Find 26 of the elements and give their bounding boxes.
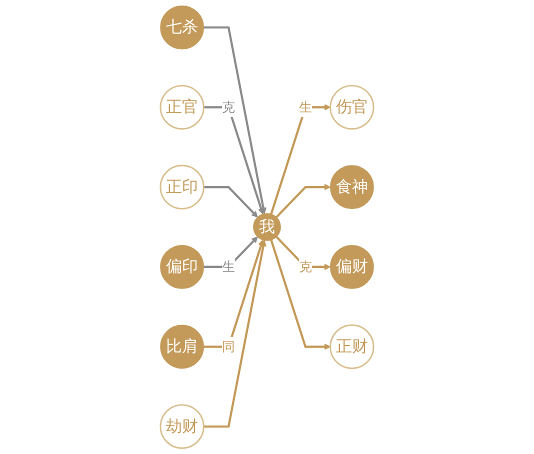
node-circle: 伤官 (330, 84, 374, 130)
node-circle: 七杀 (160, 6, 204, 50)
arrow (276, 184, 331, 218)
arrow (204, 240, 266, 428)
edge-label: 克 (222, 100, 236, 115)
arrow (204, 106, 264, 214)
node-circle: 劫财 (160, 404, 204, 449)
arrow (204, 240, 264, 348)
arrow (204, 236, 258, 268)
node-circle: 正印 (160, 164, 204, 210)
node-circle: 正官 (160, 84, 204, 130)
edge-label: 同 (222, 339, 236, 354)
node-circle: 偏印 (160, 244, 204, 289)
arrow (270, 104, 331, 214)
arrow (276, 236, 331, 270)
node-circle: 正财 (330, 324, 374, 370)
edge-label: 生 (298, 100, 312, 115)
edge-label: 克 (298, 259, 312, 275)
edge-label: 生 (222, 259, 236, 275)
node-circle: 我 (253, 213, 281, 241)
node-circle: 偏财 (330, 244, 374, 289)
arrow (270, 240, 331, 350)
node-circle: 比肩 (160, 324, 204, 369)
arrow (204, 26, 266, 214)
node-circle: 食神 (330, 165, 374, 210)
arrow (204, 186, 258, 218)
